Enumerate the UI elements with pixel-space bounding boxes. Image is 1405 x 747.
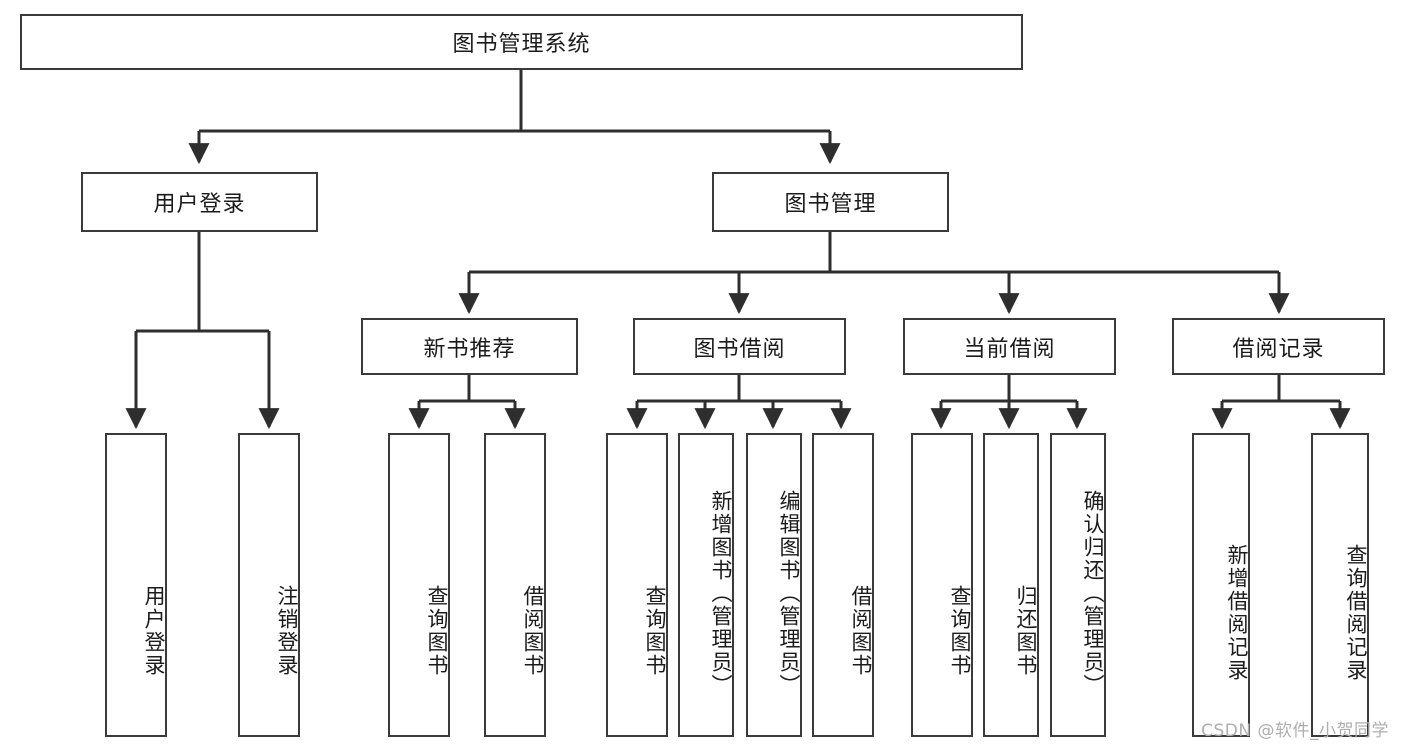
node-new-book-rec[interactable]: 新书推荐	[361, 318, 578, 375]
node-root-label: 图书管理系统	[452, 32, 591, 57]
node-book-manage[interactable]: 图书管理	[712, 172, 949, 232]
node-leaf-query-record-label: 查询借阅记录	[1344, 544, 1368, 682]
node-leaf-user-login-label: 用户登录	[142, 585, 166, 677]
node-leaf-user-logout[interactable]: 注销登录	[238, 433, 300, 737]
node-book-borrow-label: 图书借阅	[693, 336, 786, 362]
node-leaf-add-record[interactable]: 新增借阅记录	[1192, 433, 1250, 737]
node-leaf-return-book-label: 归还图书	[1014, 585, 1038, 677]
node-leaf-user-login[interactable]: 用户登录	[105, 433, 167, 737]
node-new-book-rec-label: 新书推荐	[423, 336, 516, 362]
node-user-login[interactable]: 用户登录	[81, 172, 318, 232]
node-leaf-borrow-book-2[interactable]: 借阅图书	[812, 433, 874, 737]
node-leaf-edit-book[interactable]: 编辑图书（管理员）	[746, 433, 802, 737]
node-leaf-confirm-return-label: 确认归还（管理员）	[1081, 489, 1105, 697]
node-leaf-query-book-3-label: 查询图书	[948, 585, 972, 677]
node-leaf-add-record-label: 新增借阅记录	[1225, 544, 1249, 682]
node-leaf-return-book[interactable]: 归还图书	[983, 433, 1039, 737]
node-leaf-confirm-return[interactable]: 确认归还（管理员）	[1050, 433, 1106, 737]
node-leaf-query-book-1[interactable]: 查询图书	[388, 433, 450, 737]
node-borrow-record-label: 借阅记录	[1232, 336, 1325, 362]
node-current-borrow[interactable]: 当前借阅	[903, 318, 1116, 375]
node-leaf-borrow-book-2-label: 借阅图书	[849, 585, 873, 677]
node-leaf-add-book-label: 新增图书（管理员）	[709, 489, 733, 697]
node-leaf-query-book-2-label: 查询图书	[643, 585, 667, 677]
node-leaf-borrow-book-1[interactable]: 借阅图书	[484, 433, 546, 737]
node-leaf-query-book-2[interactable]: 查询图书	[606, 433, 668, 737]
node-current-borrow-label: 当前借阅	[963, 336, 1056, 362]
node-leaf-add-book[interactable]: 新增图书（管理员）	[678, 433, 734, 737]
node-borrow-record[interactable]: 借阅记录	[1172, 318, 1385, 375]
node-user-login-label: 用户登录	[153, 192, 246, 217]
node-leaf-query-book-1-label: 查询图书	[425, 585, 449, 677]
node-leaf-query-record[interactable]: 查询借阅记录	[1311, 433, 1369, 737]
node-book-manage-label: 图书管理	[784, 192, 877, 217]
node-book-borrow[interactable]: 图书借阅	[633, 318, 846, 375]
node-root[interactable]: 图书管理系统	[20, 14, 1023, 70]
node-leaf-query-book-3[interactable]: 查询图书	[911, 433, 973, 737]
node-leaf-edit-book-label: 编辑图书（管理员）	[777, 489, 801, 697]
node-leaf-user-logout-label: 注销登录	[275, 585, 299, 677]
node-leaf-borrow-book-1-label: 借阅图书	[521, 585, 545, 677]
